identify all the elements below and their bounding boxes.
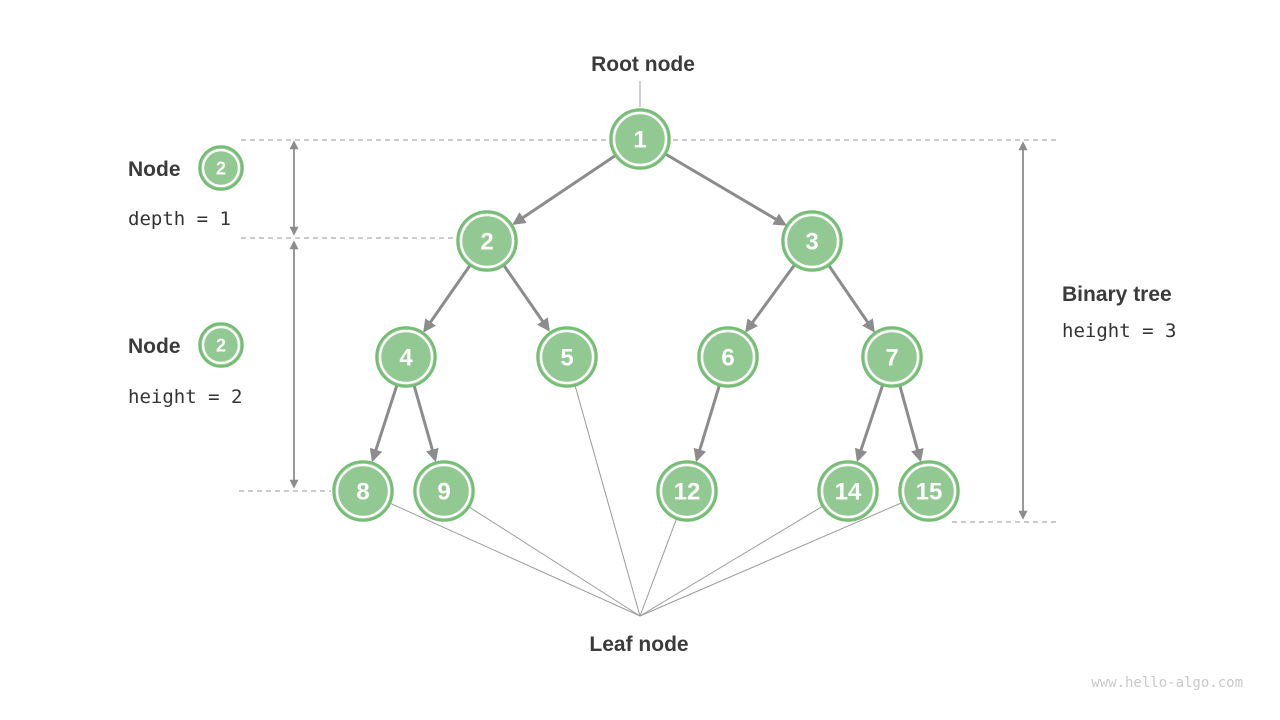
tree-node-14: 14: [817, 460, 879, 522]
tree-node-12: 12: [656, 460, 718, 522]
leaf-pointer-line: [639, 490, 849, 617]
tree-height-annotation: Binary tree height = 3: [1062, 283, 1176, 342]
tree-node-1: 1: [609, 108, 671, 170]
watermark: www.hello-algo.com: [1091, 675, 1243, 691]
binary-tree-label: Binary tree: [1062, 283, 1172, 306]
node-badge-value: 2: [216, 336, 226, 356]
leaf-pointer-lines: [362, 356, 930, 617]
node-value: 4: [399, 345, 413, 372]
node-value: 12: [674, 479, 701, 506]
node-value: 9: [437, 479, 450, 506]
tree-height-formula: height = 3: [1062, 320, 1176, 342]
node-depth-annotation: Node 2 depth = 1: [128, 145, 244, 230]
leaf-pointer-line: [443, 490, 641, 617]
node-value: 2: [480, 229, 493, 256]
depth-formula: depth = 1: [128, 208, 231, 230]
node-height-formula: height = 2: [128, 386, 242, 408]
node-value: 14: [835, 479, 862, 506]
tree-node-9: 9: [413, 460, 475, 522]
tree-node-15: 15: [898, 460, 960, 522]
tree-edges: [369, 137, 924, 463]
root-node-label: Root node: [591, 53, 695, 76]
node-value: 8: [356, 479, 369, 506]
node-height-annotation: Node 2 height = 2: [128, 322, 244, 408]
leaf-pointer-line: [566, 356, 641, 617]
leaf-pointer-line: [639, 490, 930, 617]
node-value: 1: [633, 127, 646, 154]
leaf-pointer-line: [362, 490, 641, 617]
tree-node-7: 7: [861, 326, 923, 388]
node-badge: 2: [198, 145, 244, 191]
node-depth-label: Node: [128, 158, 181, 181]
tree-node-5: 5: [536, 326, 598, 388]
tree-node-4: 4: [375, 326, 437, 388]
node-badge-value: 2: [216, 159, 226, 179]
node-value: 7: [885, 345, 898, 372]
tree-node-2: 2: [456, 210, 518, 272]
node-badge: 2: [198, 322, 244, 368]
node-height-label: Node: [128, 335, 181, 358]
tree-node-6: 6: [697, 326, 759, 388]
tree-node-3: 3: [781, 210, 843, 272]
tree-node-8: 8: [332, 460, 394, 522]
node-value: 3: [805, 229, 818, 256]
node-value: 5: [560, 345, 573, 372]
node-value: 6: [721, 345, 734, 372]
node-value: 15: [916, 479, 943, 506]
leaf-node-label: Leaf node: [589, 633, 688, 656]
